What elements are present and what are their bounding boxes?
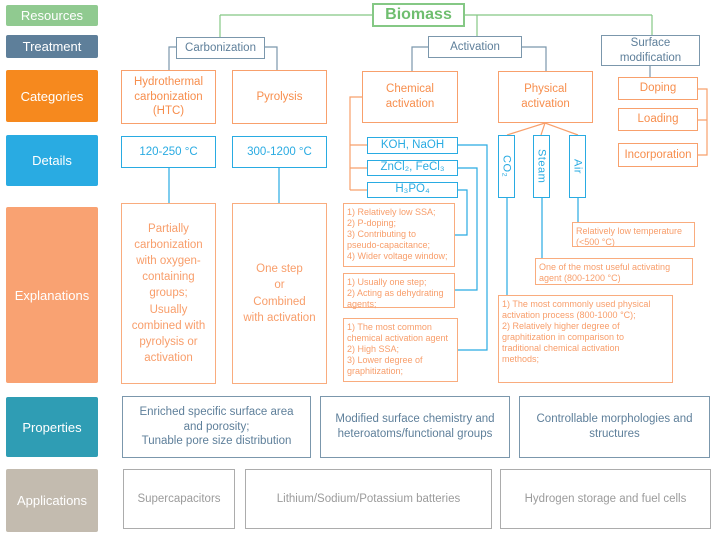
property-morphologies: Controllable morphologies and structures <box>519 396 710 458</box>
htc-explanation: Partially carbonization with oxygen- con… <box>121 203 216 384</box>
incorporation-node: Incorporation <box>618 143 698 167</box>
application-batteries: Lithium/Sodium/Potassium batteries <box>245 469 492 529</box>
pyrolysis-node: Pyrolysis <box>232 70 327 124</box>
steam-node: Steam <box>533 135 550 198</box>
air-node: Air <box>569 135 586 198</box>
htc-node: Hydrothermal carbonization (HTC) <box>121 70 216 124</box>
zncl2-fecl3-node: ZnCl₂, FeCl₃ <box>367 160 458 176</box>
pyrolysis-temperature-node: 300-1200 °C <box>232 136 327 168</box>
row-label-treatment: Treatment <box>6 35 98 58</box>
activation-node: Activation <box>428 36 522 58</box>
koh-naoh-node: KOH, NaOH <box>367 137 458 154</box>
doping-node: Doping <box>618 77 698 100</box>
property-surface-chemistry: Modified surface chemistry and heteroato… <box>320 396 510 458</box>
htc-temperature-node: 120-250 °C <box>121 136 216 168</box>
steam-explanation: One of the most useful activating agent … <box>535 258 693 285</box>
co2-node: CO₂ <box>498 135 515 198</box>
zncl2-explanation: 1) Usually one step; 2) Acting as dehydr… <box>343 273 455 309</box>
biomass-node: Biomass <box>372 3 465 27</box>
carbonization-node: Carbonization <box>176 37 265 59</box>
h3po4-node: H₃PO₄ <box>367 182 458 198</box>
row-label-categories: Categories <box>6 70 98 122</box>
row-label-applications: Applications <box>6 469 98 532</box>
koh-explanation: 1) The most common chemical activation a… <box>343 318 458 382</box>
application-supercapacitors: Supercapacitors <box>123 469 235 529</box>
row-label-details: Details <box>6 135 98 186</box>
h3po4-explanation: 1) Relatively low SSA; 2) P-doping; 3) C… <box>343 203 455 267</box>
air-explanation: Relatively low temperature (<500 °C) <box>572 222 695 247</box>
row-label-resources: Resources <box>6 5 98 26</box>
loading-node: Loading <box>618 108 698 131</box>
row-label-explanations: Explanations <box>6 207 98 383</box>
co2-explanation: 1) The most commonly used physical activ… <box>498 295 673 383</box>
chemical-activation-node: Chemical activation <box>362 71 458 123</box>
row-label-properties: Properties <box>6 397 98 457</box>
application-hydrogen-fuel-cells: Hydrogen storage and fuel cells <box>500 469 711 529</box>
pyrolysis-explanation: One step or Combined with activation <box>232 203 327 384</box>
property-surface-area: Enriched specific surface area and poros… <box>122 396 311 458</box>
surface-modification-node: Surface modification <box>601 35 700 66</box>
physical-activation-node: Physical activation <box>498 71 593 123</box>
